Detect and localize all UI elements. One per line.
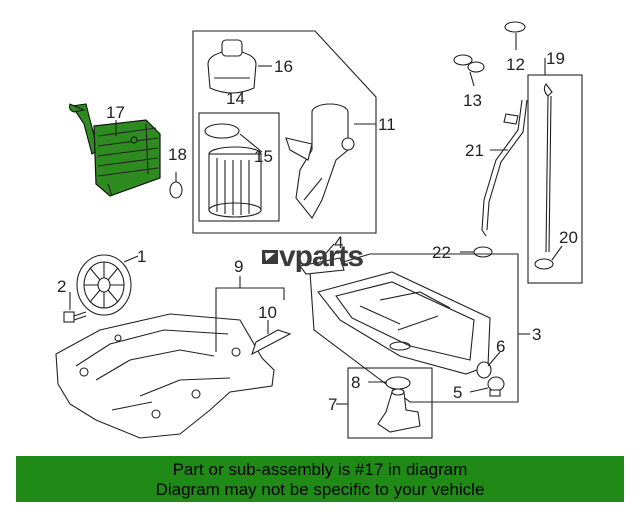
info-banner: Part or sub-assembly is #17 in diagram D… — [16, 456, 624, 502]
gasket-4-part[interactable] — [299, 257, 345, 275]
callout-13: 13 — [463, 91, 482, 110]
lower-frame-part[interactable] — [55, 313, 275, 439]
callout-4: 4 — [334, 233, 343, 252]
callout-12: 12 — [506, 55, 525, 74]
bolt-part[interactable] — [63, 311, 87, 323]
callout-21: 21 — [465, 141, 484, 160]
filter-element-part[interactable] — [208, 146, 262, 218]
ring-13b-part[interactable] — [467, 61, 485, 73]
seal-12-part[interactable] — [504, 21, 526, 33]
ring-13a-part[interactable] — [453, 54, 473, 66]
callout-7: 7 — [328, 395, 337, 414]
filter-housing-part[interactable] — [285, 103, 355, 219]
callout-17: 17 — [106, 103, 125, 122]
callout-1: 1 — [137, 247, 146, 266]
callout-labels: 1 2 3 4 5 6 7 8 9 10 11 12 13 14 15 16 1… — [57, 49, 578, 414]
banner-line-1: Part or sub-assembly is #17 in diagram — [172, 460, 468, 479]
parts-diagram: 1 2 3 4 5 6 7 8 9 10 11 12 13 14 15 16 1… — [55, 21, 583, 439]
drain-washer-part[interactable] — [476, 361, 492, 379]
pulley-part[interactable] — [76, 254, 132, 316]
pickup-group — [347, 367, 433, 439]
callout-15: 15 — [254, 147, 273, 166]
callout-5: 5 — [453, 383, 462, 402]
callout-19: 19 — [546, 49, 565, 68]
group-9-bracket — [215, 287, 285, 352]
callout-6: 6 — [496, 337, 505, 356]
tube-seal-part[interactable] — [473, 246, 493, 258]
leader-lines — [69, 33, 563, 405]
vparts-logo: vparts — [262, 240, 364, 273]
logo-text: vparts — [279, 240, 363, 273]
filter-housing-group — [192, 30, 377, 234]
gasket-10-part[interactable] — [251, 329, 292, 356]
dipstick-part[interactable] — [543, 83, 553, 253]
banner-line-2: Diagram may not be specific to your vehi… — [155, 480, 485, 499]
callout-8: 8 — [351, 373, 360, 392]
callout-11: 11 — [378, 115, 396, 134]
dipstick-seal-part[interactable] — [534, 258, 554, 270]
oil-pan-group — [309, 253, 519, 403]
filter-cap-part[interactable] — [207, 39, 257, 94]
dipstick-group — [527, 74, 583, 284]
callout-18: 18 — [168, 145, 187, 164]
oil-cooler-part[interactable] — [69, 103, 161, 197]
pickup-part[interactable] — [377, 388, 421, 433]
callout-9: 9 — [234, 257, 243, 276]
oil-pan-part[interactable] — [317, 271, 491, 375]
cooler-seal-part[interactable] — [169, 181, 183, 199]
pickup-seal-part[interactable] — [385, 376, 411, 390]
callout-3: 3 — [532, 325, 541, 344]
callout-10: 10 — [258, 303, 277, 322]
callout-16: 16 — [274, 57, 293, 76]
callout-20: 20 — [559, 228, 578, 247]
filter-seal-ring-part[interactable] — [204, 123, 240, 139]
callout-2: 2 — [57, 277, 66, 296]
dipstick-tube-part[interactable] — [481, 99, 528, 237]
callout-22: 22 — [432, 243, 451, 262]
drain-plug-part[interactable] — [487, 376, 505, 397]
callout-14: 14 — [226, 89, 245, 108]
